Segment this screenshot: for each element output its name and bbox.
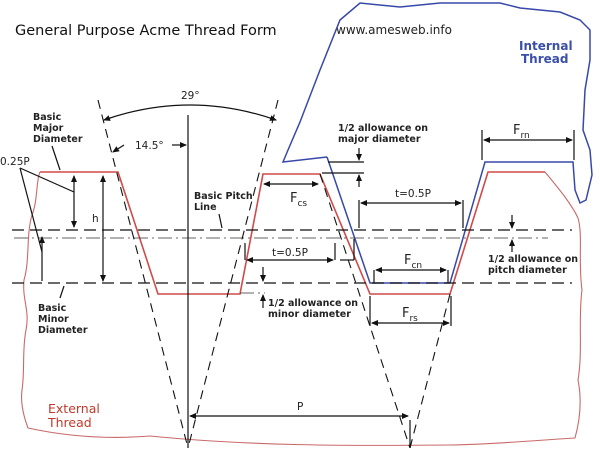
external-thread-label: External: [48, 401, 100, 416]
included-angle-label: 29°: [181, 90, 200, 102]
allowance-minor-label: 1/2 allowance on: [268, 298, 358, 309]
half-angle-label: 14.5°: [135, 140, 164, 152]
thread-height-label: h: [92, 213, 99, 225]
thickness-label-lower: t=0.5P: [272, 247, 308, 259]
internal-thread-label: Internal: [519, 39, 573, 53]
basic-minor-diameter-label: Basic: [38, 303, 66, 314]
external-thread-boundary: [21, 171, 583, 446]
basic-major-diameter-label: Basic: [33, 112, 61, 123]
frs-label: Frs: [402, 306, 418, 324]
basic-minor-diameter-label: Diameter: [38, 325, 88, 336]
basic-minor-diameter-label: Minor: [38, 314, 69, 325]
fcs-label: Fcs: [290, 191, 307, 209]
allowance-major-label: major diameter: [338, 134, 421, 145]
included-angle-arc: [103, 104, 277, 121]
frn-label: Frn: [513, 123, 530, 141]
internal-thread-label: Thread: [521, 52, 568, 66]
flank-extension-right: [187, 99, 279, 449]
basic-major-diameter-label: Major: [33, 123, 64, 134]
watermark-url: www.amesweb.info: [336, 23, 452, 37]
flank-extension: [409, 293, 451, 449]
fcn-label: Fcn: [404, 253, 422, 271]
external-thread-outline: [40, 171, 545, 295]
diagram-title: General Purpose Acme Thread Form: [15, 23, 277, 39]
pitch-label: P: [297, 401, 303, 413]
pitch-line-leader: [218, 213, 223, 229]
internal-thread-outline: [281, 2, 593, 284]
allowance-major-label: 1/2 allowance on: [338, 123, 428, 134]
quarter-pitch-leader: [19, 167, 43, 253]
thickness-label-upper: t=0.5P: [395, 188, 431, 200]
minor-diameter-leader: [59, 285, 65, 299]
allowance-pitch-label: 1/2 allowance on: [488, 254, 578, 265]
half-angle-arrow: [112, 144, 125, 153]
major-diameter-leader: [51, 145, 61, 171]
basic-pitch-line-label: Line: [194, 202, 217, 213]
allowance-minor-label: minor diameter: [268, 309, 351, 320]
flank-extension-left: [97, 99, 189, 449]
flank-extension: [319, 173, 411, 449]
quarter-pitch-label: 0.25P: [0, 156, 30, 168]
allowance-pitch-label: pitch diameter: [488, 265, 567, 276]
basic-pitch-line-label: Basic Pitch: [194, 191, 253, 202]
basic-major-diameter-label: Diameter: [33, 134, 83, 145]
external-thread-label: Thread: [47, 415, 92, 430]
quarter-pitch-leader: [19, 167, 75, 193]
